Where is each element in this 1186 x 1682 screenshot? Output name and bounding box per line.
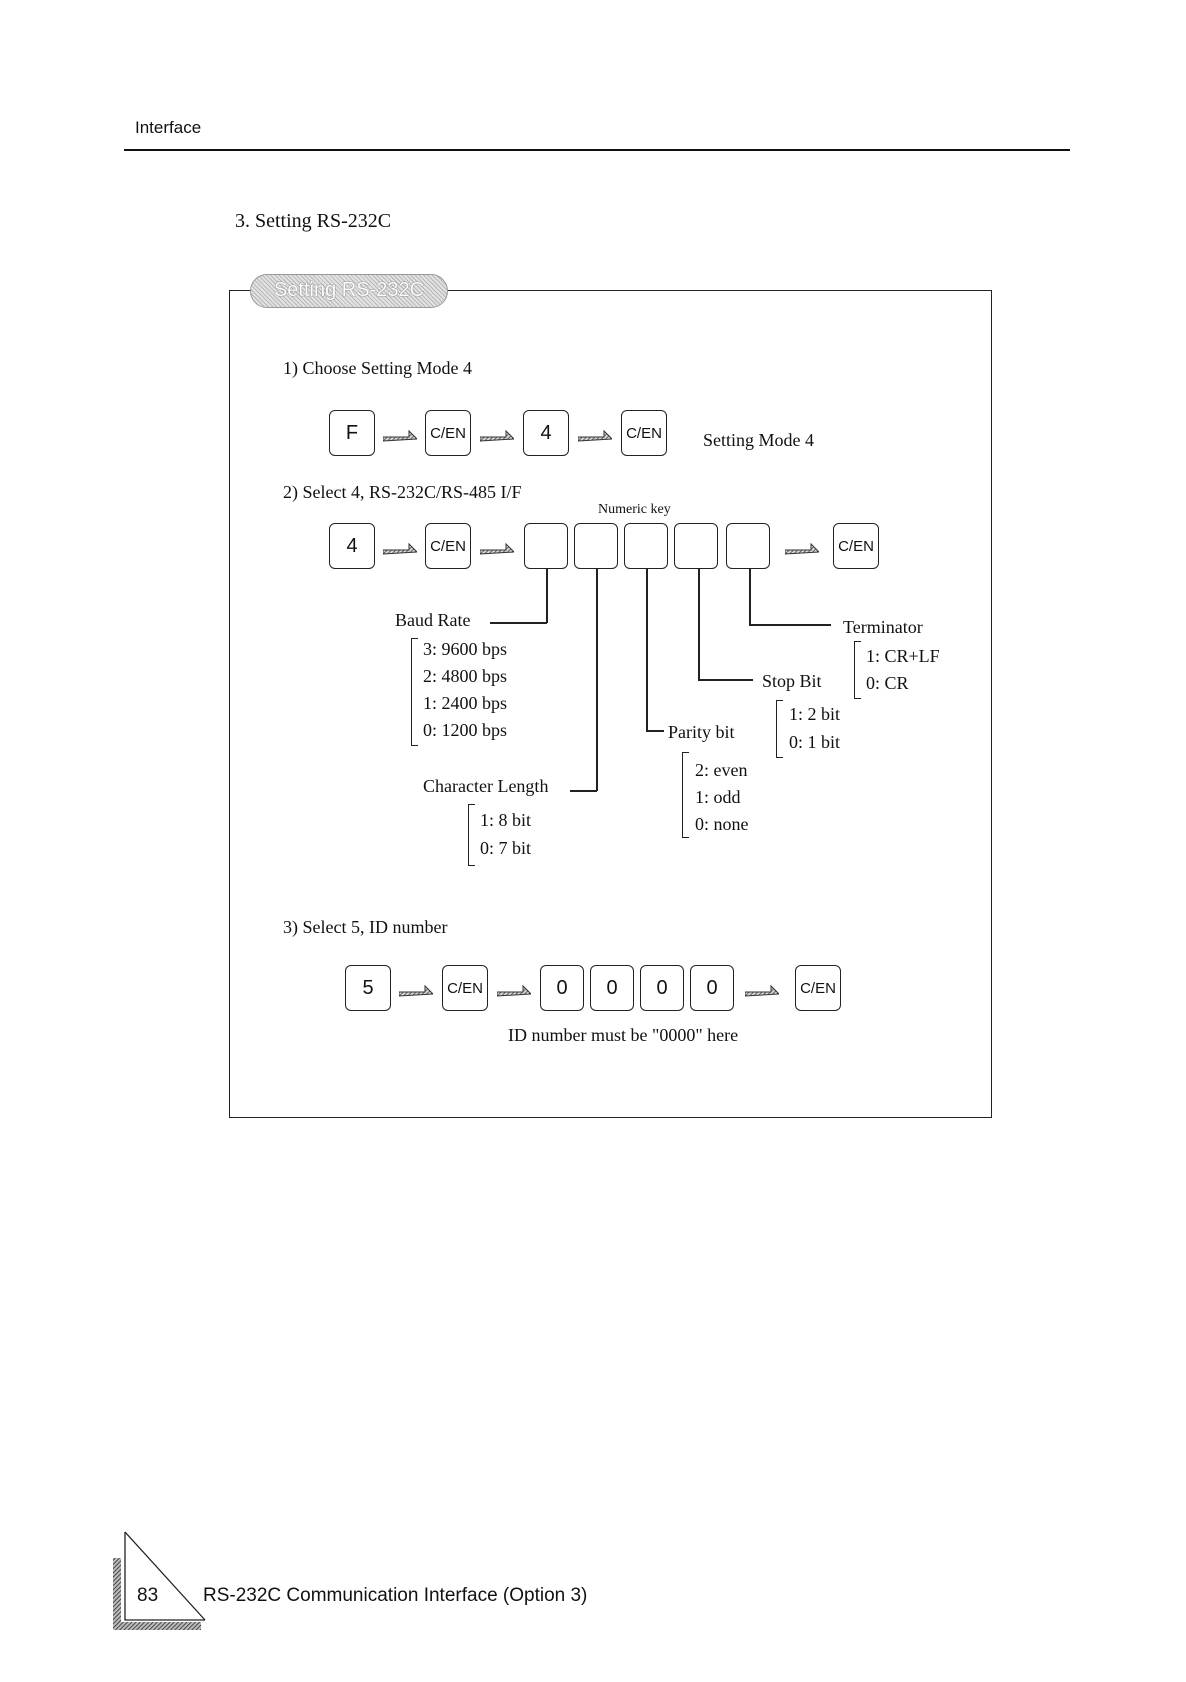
id-digit-key: 0 — [540, 965, 584, 1011]
arrow-icon — [383, 542, 417, 555]
stop-bit-option: 0: 1 bit — [789, 732, 841, 752]
numeric-key-char-length — [574, 523, 618, 569]
terminator-bracket — [854, 641, 861, 699]
connector-line — [490, 622, 547, 624]
baud-option: 3: 9600 bps — [423, 639, 508, 659]
section-title: 3. Setting RS-232C — [235, 210, 392, 232]
id-digit-key: 0 — [590, 965, 634, 1011]
arrow-icon — [497, 984, 531, 997]
terminator-option: 1: CR+LF — [866, 646, 940, 666]
numeric-key-label: Numeric key — [598, 502, 671, 517]
panel-tab-label: Setting RS-232C — [273, 279, 425, 301]
step1-result: Setting Mode 4 — [703, 430, 814, 450]
parity-label: Parity bit — [668, 722, 735, 742]
header-rule — [124, 149, 1070, 151]
terminator-label: Terminator — [843, 617, 923, 637]
connector-line — [646, 730, 664, 732]
parity-option: 0: none — [695, 814, 749, 834]
arrow-icon — [785, 542, 819, 555]
numeric-key-terminator — [726, 523, 770, 569]
panel-tab — [250, 274, 448, 308]
key-f: F — [329, 410, 375, 456]
step1-title: 1) Choose Setting Mode 4 — [283, 358, 472, 378]
connector-line — [749, 624, 831, 626]
terminator-option: 0: CR — [866, 673, 909, 693]
parity-option: 1: odd — [695, 787, 741, 807]
numeric-key-stop — [674, 523, 718, 569]
running-header: Interface — [135, 118, 202, 137]
baud-option: 1: 2400 bps — [423, 693, 508, 713]
arrow-icon — [399, 984, 433, 997]
connector-line — [698, 569, 700, 680]
arrow-icon — [578, 429, 612, 442]
key-cen: C/EN — [833, 523, 879, 569]
connector-line — [546, 569, 548, 623]
page-number: 83 — [137, 1585, 159, 1606]
key-cen: C/EN — [425, 523, 471, 569]
numeric-key-parity — [624, 523, 668, 569]
baud-rate-label: Baud Rate — [395, 610, 471, 630]
step2-title: 2) Select 4, RS-232C/RS-485 I/F — [283, 482, 522, 502]
connector-line — [646, 569, 648, 731]
baud-option: 2: 4800 bps — [423, 666, 508, 686]
connector-line — [749, 569, 751, 625]
arrow-icon — [480, 429, 514, 442]
key-cen: C/EN — [425, 410, 471, 456]
stop-bit-bracket — [776, 700, 783, 758]
stop-bit-option: 1: 2 bit — [789, 704, 841, 724]
page-corner-icon — [113, 1531, 206, 1630]
baud-bracket — [411, 638, 418, 746]
key-cen: C/EN — [442, 965, 488, 1011]
setting-panel — [229, 290, 992, 1118]
char-length-option: 1: 8 bit — [480, 810, 532, 830]
parity-bracket — [682, 752, 689, 838]
connector-line — [570, 790, 597, 792]
char-length-label: Character Length — [423, 776, 549, 796]
stop-bit-label: Stop Bit — [762, 671, 822, 691]
baud-option: 0: 1200 bps — [423, 720, 508, 740]
id-digit-key: 0 — [640, 965, 684, 1011]
step3-title: 3) Select 5, ID number — [283, 917, 448, 937]
key-4: 4 — [523, 410, 569, 456]
id-number-note: ID number must be "0000" here — [508, 1025, 739, 1045]
arrow-icon — [745, 984, 779, 997]
char-length-bracket — [468, 804, 475, 866]
footer-title: RS-232C Communication Interface (Option … — [203, 1585, 588, 1606]
key-cen: C/EN — [795, 965, 841, 1011]
arrow-icon — [480, 542, 514, 555]
char-length-option: 0: 7 bit — [480, 838, 532, 858]
connector-line — [698, 679, 753, 681]
parity-option: 2: even — [695, 760, 748, 780]
arrow-icon — [383, 429, 417, 442]
numeric-key-baud — [524, 523, 568, 569]
key-5: 5 — [345, 965, 391, 1011]
key-4: 4 — [329, 523, 375, 569]
connector-line — [596, 569, 598, 791]
id-digit-key: 0 — [690, 965, 734, 1011]
key-cen: C/EN — [621, 410, 667, 456]
